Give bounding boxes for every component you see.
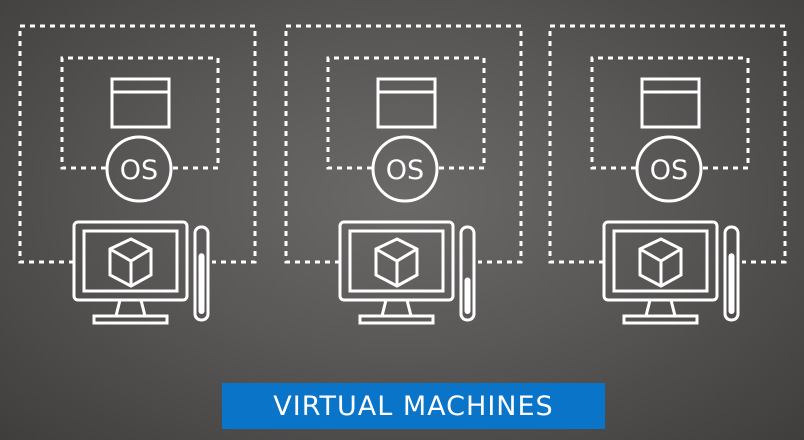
cube-icon	[374, 237, 419, 288]
vm-groups: OS OS OS	[18, 24, 787, 325]
monitor-screen	[348, 229, 445, 293]
monitor-screen	[612, 229, 709, 293]
monitor-neck	[114, 299, 147, 317]
monitor-base	[358, 314, 435, 325]
monitor-frame	[338, 220, 455, 302]
cube-icon	[638, 237, 683, 288]
resource-bar-track	[459, 225, 476, 322]
os-label: OS	[120, 155, 158, 186]
vm-boundary	[18, 24, 257, 264]
app-window-icon	[110, 77, 171, 129]
caption-virtual-machines: VIRTUAL MACHINES	[222, 383, 605, 429]
os-label: OS	[386, 155, 424, 186]
cube-icon	[108, 237, 153, 288]
os-circle	[371, 135, 439, 203]
monitor-screen	[82, 229, 179, 293]
os-circle	[635, 135, 703, 203]
resource-bar-fill	[728, 253, 735, 314]
resource-bar-fill	[198, 253, 205, 314]
vm-boundary	[284, 24, 523, 264]
os-label: OS	[650, 155, 688, 186]
guest-boundary	[590, 56, 750, 170]
resource-bar-track	[723, 225, 740, 322]
monitor-frame	[72, 220, 189, 302]
monitor-base	[622, 314, 699, 325]
monitor-frame	[602, 220, 719, 302]
monitor-neck	[644, 299, 677, 317]
app-window-icon	[376, 77, 437, 129]
virtual-machine-2: OS	[284, 24, 523, 325]
resource-bar-track	[193, 225, 210, 322]
monitor-neck	[380, 299, 413, 317]
virtual-machine-1: OS	[18, 24, 257, 325]
guest-boundary	[326, 56, 486, 170]
vm-boundary	[548, 24, 787, 264]
os-circle	[105, 135, 173, 203]
guest-boundary	[60, 56, 220, 170]
virtual-machine-3: OS	[548, 24, 787, 325]
monitor-base	[92, 314, 169, 325]
resource-bar-fill	[464, 277, 471, 314]
app-window-icon	[640, 77, 701, 129]
